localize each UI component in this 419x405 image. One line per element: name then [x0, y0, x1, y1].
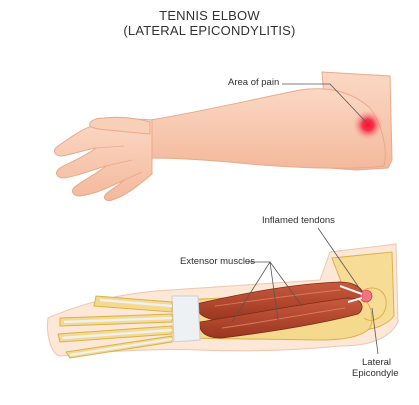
forearm — [150, 89, 385, 168]
label-extensor-muscles: Extensor muscles — [180, 256, 255, 267]
label-lateral-epicondyle-2: Epicondyle — [352, 368, 398, 379]
label-area-of-pain: Area of pain — [228, 77, 279, 88]
anatomical-arm — [48, 228, 399, 358]
pain-spot — [352, 109, 384, 141]
label-inflamed-tendons: Inflamed tendons — [262, 215, 335, 226]
wrist-band — [172, 296, 200, 342]
label-lateral-epicondyle-1: Lateral — [362, 357, 391, 368]
external-arm — [55, 72, 392, 201]
